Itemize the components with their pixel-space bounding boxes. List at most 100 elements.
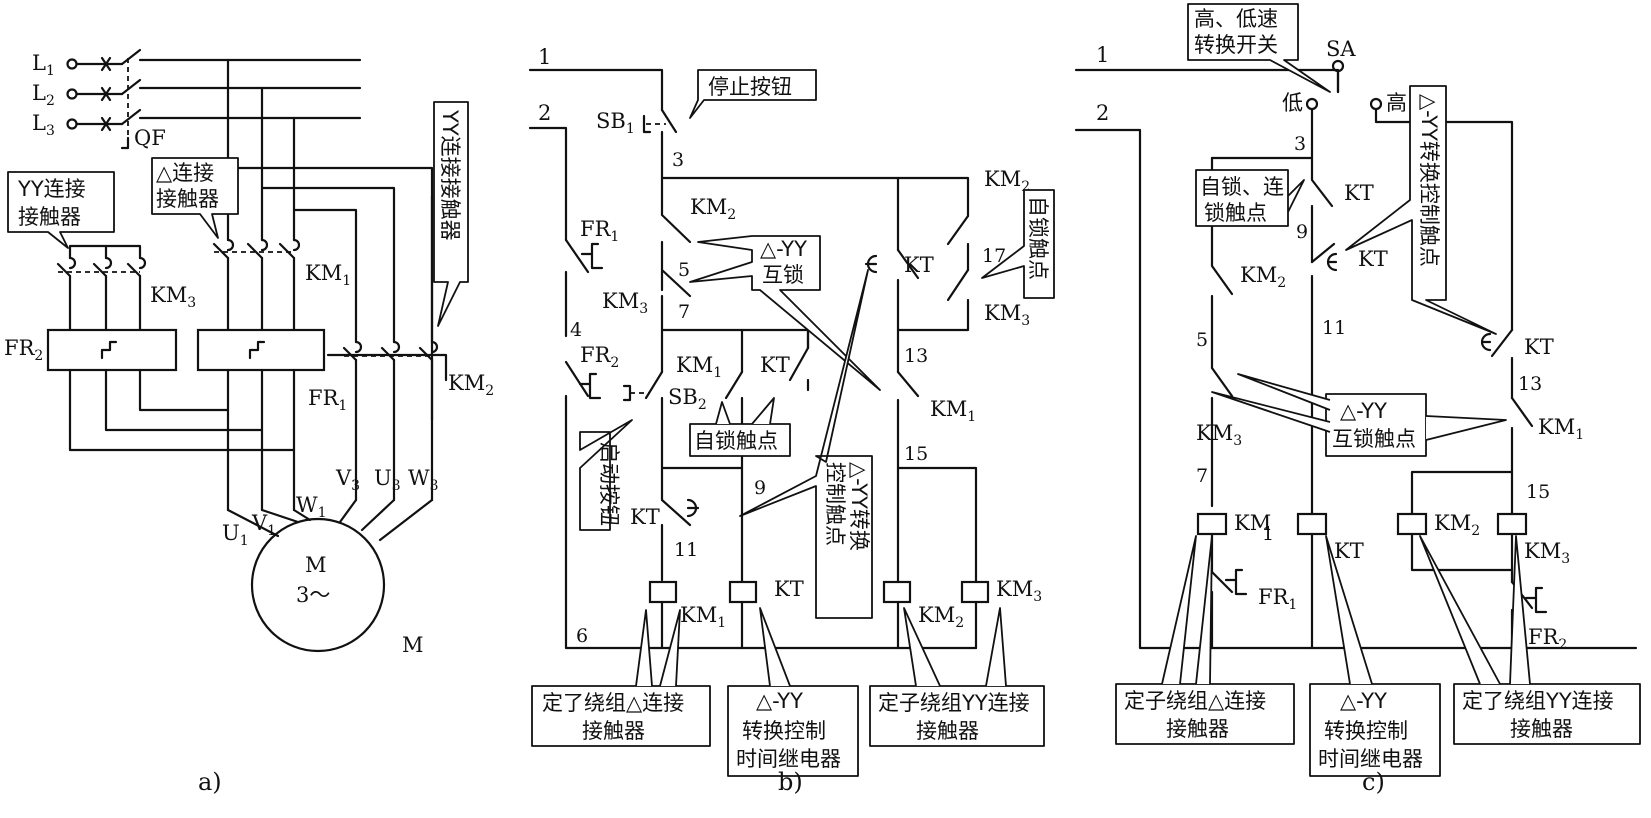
svg-text:11: 11 [1322,317,1346,339]
coil-km-c [1196,512,1228,536]
callout-time-relay-c: △-YY 转换控制 时间继电器 [1309,535,1441,777]
label-coil-kt-b: KT [774,577,804,601]
callout-yy-contactor: YY连接 接触器 [7,171,115,249]
svg-text:△-YY: △-YY [756,689,803,713]
svg-text:接触器: 接触器 [18,205,81,229]
svg-text:7: 7 [678,301,690,323]
coil-kt-b [728,580,758,604]
svg-text:△-YY: △-YY [760,237,807,261]
svg-text:△-YY转换控制触点: △-YY转换控制触点 [1417,94,1441,267]
label-w1: W1 [296,493,327,521]
svg-text:17: 17 [982,245,1006,267]
callout-time-relay-b: △-YY 转换控制 时间继电器 [727,607,859,777]
label-km1-a: KM1 [305,261,351,289]
label-kt3-c: KT [1524,335,1554,359]
wire-2-c: 2 [1096,101,1109,125]
svg-text:13: 13 [904,345,928,367]
label-fr2-a: FR2 [4,336,43,364]
wire-1-c: 1 [1096,43,1109,67]
callout-speed-switch: 高、低速 转换开关 [1187,3,1331,93]
label-sb1: SB1 [596,109,635,137]
label-fr1-c: FR1 [1258,585,1297,613]
km3-main-contacts: KM3 [56,244,196,332]
caption-c: c) [1362,768,1385,796]
svg-text:15: 15 [904,443,928,465]
svg-text:高、低速: 高、低速 [1194,7,1278,31]
callout-switch-contact-c: △-YY转换控制触点 [1345,85,1497,335]
callout-yy-contactor-b: 定子绕组YY连接 接触器 [869,607,1045,747]
label-km3-c: KM3 [1196,421,1242,449]
wire-1-b: 1 [538,45,551,69]
label-kt2-c: KT [1358,247,1388,271]
coil-km2-c [1396,512,1428,536]
svg-text:YY连接接触器: YY连接接触器 [438,109,462,241]
svg-text:互锁: 互锁 [762,263,804,287]
svg-text:△-YY: △-YY [1340,689,1387,713]
label-km1-self-b: KM1 [676,353,722,381]
callout-delta-contactor-b: 定了绕组△连接 接触器 [531,609,711,747]
svg-text:定了绕组△连接: 定了绕组△连接 [542,691,684,715]
terminal-l3 [66,118,78,130]
label-km3-contact-b: KM3 [602,289,648,317]
motor-label: M [402,633,424,657]
label-sb2: SB2 [668,385,707,413]
label-kt-left-b: KT [630,505,660,529]
svg-text:自锁触点: 自锁触点 [694,429,778,453]
fr2-thermal-relay [46,328,178,372]
svg-text:接触器: 接触器 [1510,717,1573,741]
label-v1: V1 [251,511,276,539]
panel-c-control-circuit: 1 2 SA 低 高 3 KT 9 KT 11 KM2 5 KM3 7 KT 1… [1074,3,1641,796]
callout-self-lock-c: 自锁、连 锁触点 [1195,169,1305,227]
label-km2-contact-b: KM2 [690,195,736,223]
svg-text:15: 15 [1526,481,1550,503]
svg-text:9: 9 [1296,221,1308,243]
sa-high-terminal [1369,97,1383,111]
panel-a-main-circuit: L1 L2 L3 QF KM1 KM3 FR2 [4,48,494,796]
panel-b-control-circuit: 1 2 SB1 3 KM2 5 KM3 7 FR1 4 FR2 SB2 KM1 … [528,45,1055,796]
label-high: 高 [1386,91,1407,115]
svg-text:1: 1 [1262,523,1274,545]
callout-yy-vertical: YY连接接触器 [433,101,469,327]
fr1-thermal-relay [196,328,326,372]
svg-text:接触器: 接触器 [916,719,979,743]
motor-circle [250,517,386,653]
coil-kt-c [1296,512,1328,536]
label-coil-km1-b: KM1 [680,603,726,631]
label-u1: U1 [222,521,249,549]
coil-km2-b [882,580,912,604]
callout-start-button: 启动按钮 [579,419,633,531]
coil-km3-b [960,580,990,604]
km1-main-contacts: KM1 [212,238,351,332]
svg-text:互锁触点: 互锁触点 [1332,427,1416,451]
callout-self-lock-right: 自锁触点 [981,189,1055,299]
caption-b: b) [778,768,803,796]
svg-text:11: 11 [674,539,698,561]
supply-lines: L1 L2 L3 QF [32,48,362,150]
label-l2: L2 [32,81,55,109]
svg-text:锁触点: 锁触点 [1204,201,1267,225]
label-fr1-a: FR1 [308,386,347,414]
label-v3: V3 [335,466,360,494]
label-km2-top-b: KM2 [984,167,1030,195]
svg-text:自锁触点: 自锁触点 [1026,196,1050,280]
callout-stop-button: 停止按钮 [689,69,817,119]
label-coil-km3-c: KM3 [1524,539,1570,567]
svg-text:△-YY转换: △-YY转换 [847,462,871,551]
svg-text:定了绕组YY连接: 定了绕组YY连接 [1462,689,1614,713]
label-coil-km2-c: KM2 [1434,511,1480,539]
label-fr2-c: FR2 [1528,625,1567,653]
svg-text:启动按钮: 启动按钮 [597,442,621,526]
svg-text:时间继电器: 时间继电器 [1318,747,1423,771]
svg-text:转换控制: 转换控制 [742,719,826,743]
callout-delta-contactor: △连接 接触器 [151,157,239,239]
callout-interlock-c: △-YY 互锁触点 [1211,373,1507,457]
svg-text:△-YY: △-YY [1340,399,1387,423]
label-kt-mid-b: KT [904,253,934,277]
label-km1-contact-b: KM1 [930,397,976,425]
callout-self-lock-mid: 自锁触点 [689,397,791,457]
label-km3-right-b: KM3 [984,301,1030,329]
label-fr2-b: FR2 [580,343,619,371]
svg-text:停止按钮: 停止按钮 [708,75,792,99]
motor: M 3～ M U1 V1 W1 V3 U3 W3 [222,466,439,657]
